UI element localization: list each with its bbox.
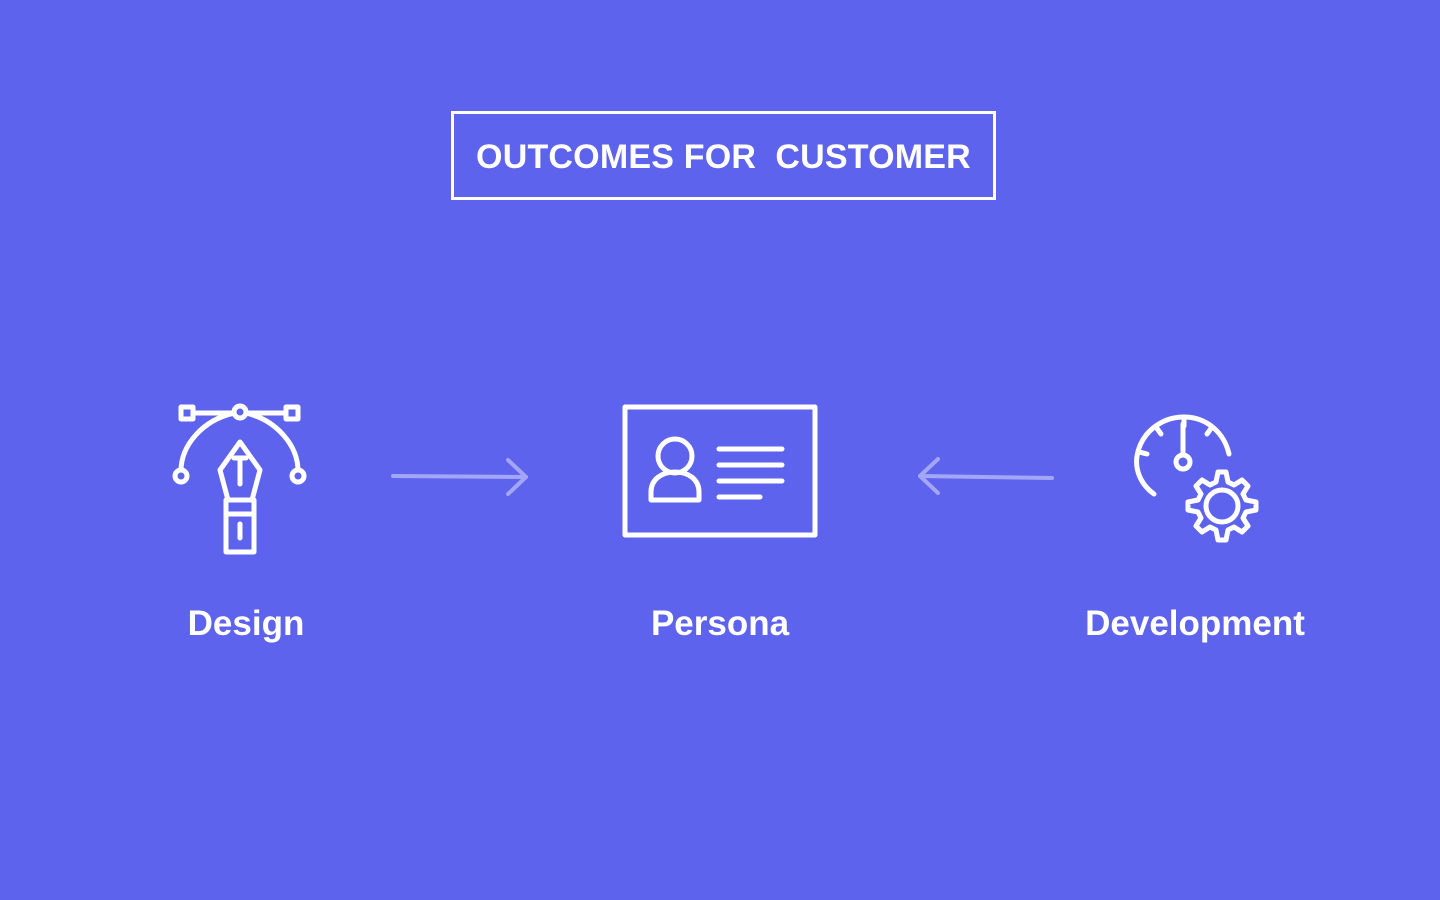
title-box: OUTCOMES FOR CUSTOMER: [451, 111, 996, 200]
gauge-gear-icon: [1132, 414, 1262, 546]
diagram-title: OUTCOMES FOR CUSTOMER: [476, 137, 971, 176]
arrow-development-to-persona: [915, 455, 1060, 500]
pen-tool-bezier-icon: [168, 400, 314, 560]
arrow-design-to-persona: [390, 455, 535, 500]
id-card-icon: [622, 404, 818, 538]
node-label-development: Development: [1085, 604, 1305, 643]
node-label-persona: Persona: [650, 604, 790, 643]
node-label-design: Design: [187, 604, 305, 643]
